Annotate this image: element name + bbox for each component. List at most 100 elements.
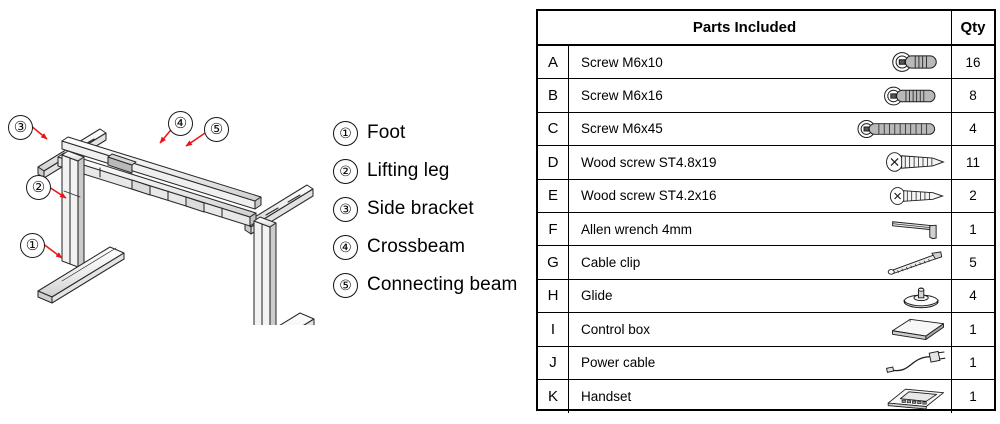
row-description: Allen wrench 4mm — [581, 221, 693, 237]
connecting-beam-shape — [57, 152, 257, 227]
power-cable-icon — [885, 350, 946, 373]
control-box-mounted-shape — [107, 153, 137, 174]
row-letter: C — [538, 112, 569, 146]
legend-number-2: ② — [333, 158, 358, 184]
legend-label-foot: Foot — [367, 122, 406, 143]
row-qty: 11 — [965, 154, 980, 170]
row-description-cell: Wood screw ST4.2x16 — [569, 179, 952, 212]
row-description-cell: Cable clip — [569, 246, 952, 279]
foot-right-shape — [279, 312, 315, 325]
row-qty: 16 — [965, 54, 981, 70]
row-description: Screw M6x16 — [581, 88, 663, 104]
row-description: Cable clip — [581, 255, 641, 271]
row-letter: J — [538, 346, 569, 379]
row-description: Control box — [581, 321, 651, 337]
table-row: C Screw M6x45 4 — [538, 112, 994, 147]
table-row: E Wood screw ST4.2x16 2 — [538, 179, 994, 213]
row-letter: H — [538, 279, 569, 313]
row-description-cell: Screw M6x16 — [569, 79, 952, 112]
row-letter: E — [538, 179, 569, 212]
callout-1-foot[interactable]: ① — [20, 233, 45, 258]
row-qty: 1 — [969, 355, 977, 371]
legend-number-4: ④ — [333, 234, 358, 260]
row-description: Wood screw ST4.8x19 — [581, 154, 717, 170]
socket-cap-screw-long-icon — [857, 119, 936, 138]
parts-legend: ① Foot ② Lifting leg ③ Side bracket ④ Cr… — [333, 114, 533, 304]
row-letter: I — [538, 313, 569, 346]
legend-label-side-bracket: Side bracket — [367, 198, 474, 219]
row-qty: 4 — [969, 288, 977, 304]
legend-item-side-bracket: ③ Side bracket — [333, 190, 533, 228]
row-letter: A — [538, 46, 569, 79]
legend-number-3: ③ — [333, 196, 358, 222]
row-qty: 2 — [969, 188, 977, 204]
row-letter: K — [538, 379, 569, 414]
legend-label-crossbeam: Crossbeam — [367, 236, 466, 257]
callout-5-connecting-beam[interactable]: ⑤ — [204, 117, 229, 142]
desk-frame-drawing — [37, 128, 315, 325]
legend-label-lifting-leg: Lifting leg — [367, 160, 450, 181]
header-qty: Qty — [960, 19, 986, 36]
legend-number-1: ① — [333, 120, 358, 146]
socket-cap-screw-short-icon — [892, 52, 937, 73]
table-row: D Wood screw ST4.8x19 11 — [538, 146, 994, 180]
row-description-cell: Control box — [569, 313, 952, 346]
parts-included-table: Parts Included Qty A Screw M6x10 16 B Sc… — [536, 9, 996, 414]
table-header-row: Parts Included Qty — [538, 11, 994, 46]
row-description-cell: Handset — [569, 379, 952, 414]
row-description-cell: Screw M6x10 — [569, 46, 952, 79]
row-description-cell: Glide — [569, 279, 952, 313]
callout-arrows — [29, 124, 209, 259]
legend-label-connecting-beam: Connecting beam — [367, 274, 518, 295]
row-qty: 5 — [969, 255, 977, 271]
row-letter: D — [538, 146, 569, 179]
frame-diagram-panel: ③ ② ① ④ ⑤ — [8, 111, 315, 325]
legend-item-connecting-beam: ⑤ Connecting beam — [333, 266, 533, 304]
row-description-cell: Screw M6x45 — [569, 112, 952, 146]
row-qty: 1 — [969, 221, 977, 237]
table-row: J Power cable 1 — [538, 346, 994, 380]
table-row: A Screw M6x10 16 — [538, 46, 994, 80]
table-row: B Screw M6x16 8 — [538, 79, 994, 113]
handset-icon — [887, 388, 944, 410]
row-description: Screw M6x10 — [581, 54, 663, 70]
row-description: Glide — [581, 288, 613, 304]
arrow-to-foot — [41, 242, 63, 259]
row-letter: B — [538, 79, 569, 112]
allen-wrench-icon — [892, 221, 937, 240]
row-description-cell: Wood screw ST4.8x19 — [569, 146, 952, 179]
legend-item-lifting-leg: ② Lifting leg — [333, 152, 533, 190]
row-description-cell: Power cable — [569, 346, 952, 379]
table-row: K Handset 1 — [538, 379, 994, 414]
row-description: Power cable — [581, 355, 656, 371]
legend-item-crossbeam: ④ Crossbeam — [333, 228, 533, 266]
socket-cap-screw-medium-icon — [884, 86, 936, 105]
table-row: I Control box 1 — [538, 313, 994, 347]
row-description: Wood screw ST4.2x16 — [581, 188, 717, 204]
row-description: Handset — [581, 389, 632, 405]
header-parts-included: Parts Included — [538, 11, 952, 44]
control-box-icon — [892, 319, 944, 341]
row-letter: F — [538, 212, 569, 246]
table-row: H Glide 4 — [538, 279, 994, 314]
row-qty: 8 — [969, 88, 977, 104]
row-letter: G — [538, 246, 569, 279]
glide-icon — [903, 287, 939, 308]
callout-4-crossbeam[interactable]: ④ — [168, 111, 193, 136]
callout-2-lifting-leg[interactable]: ② — [26, 175, 51, 200]
row-qty: 1 — [969, 321, 977, 337]
table-row: F Allen wrench 4mm 1 — [538, 212, 994, 247]
row-qty: 4 — [969, 121, 977, 137]
callout-3-side-bracket[interactable]: ③ — [8, 115, 33, 140]
legend-item-foot: ① Foot — [333, 114, 533, 152]
row-qty: 1 — [969, 389, 977, 405]
row-description: Screw M6x45 — [581, 121, 663, 137]
table-row: G Cable clip 5 — [538, 246, 994, 280]
lifting-leg-left-shape — [61, 150, 85, 268]
foot-left-shape — [37, 246, 125, 304]
row-description-cell: Allen wrench 4mm — [569, 212, 952, 246]
legend-number-5: ⑤ — [333, 272, 358, 298]
lifting-leg-right-shape — [253, 216, 277, 325]
wood-screw-small-icon — [889, 186, 945, 205]
wood-screw-large-icon — [886, 152, 945, 173]
